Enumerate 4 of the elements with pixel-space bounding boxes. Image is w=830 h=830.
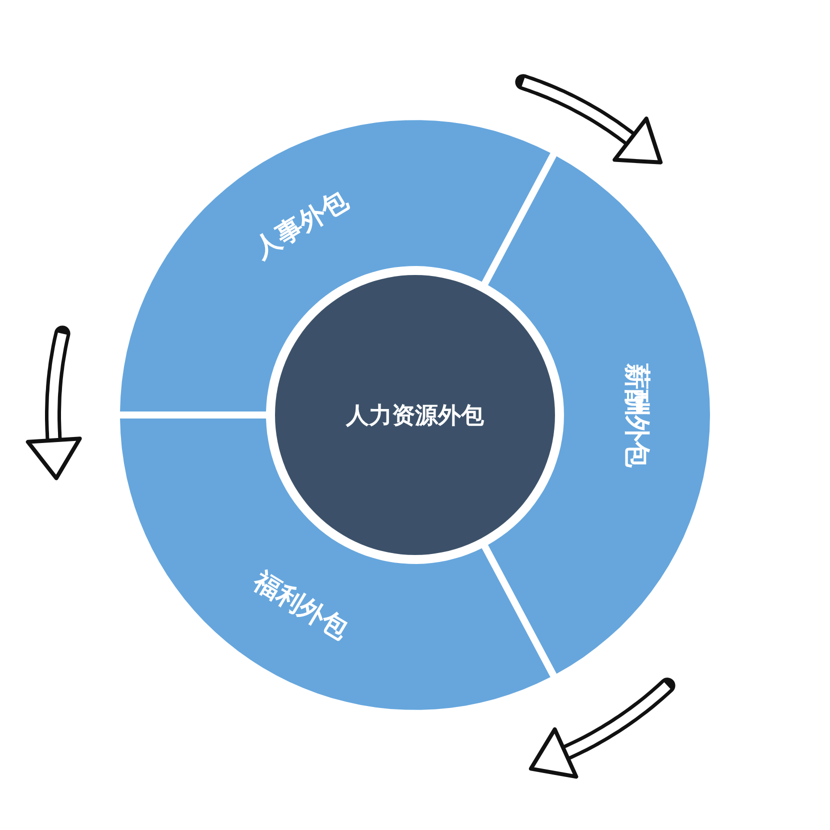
segment-label: 福利外包	[247, 565, 354, 648]
segment-label: 薪酬外包	[620, 363, 652, 467]
center-label: 人力资源外包	[346, 402, 484, 430]
segment-label: 人事外包	[248, 184, 354, 266]
